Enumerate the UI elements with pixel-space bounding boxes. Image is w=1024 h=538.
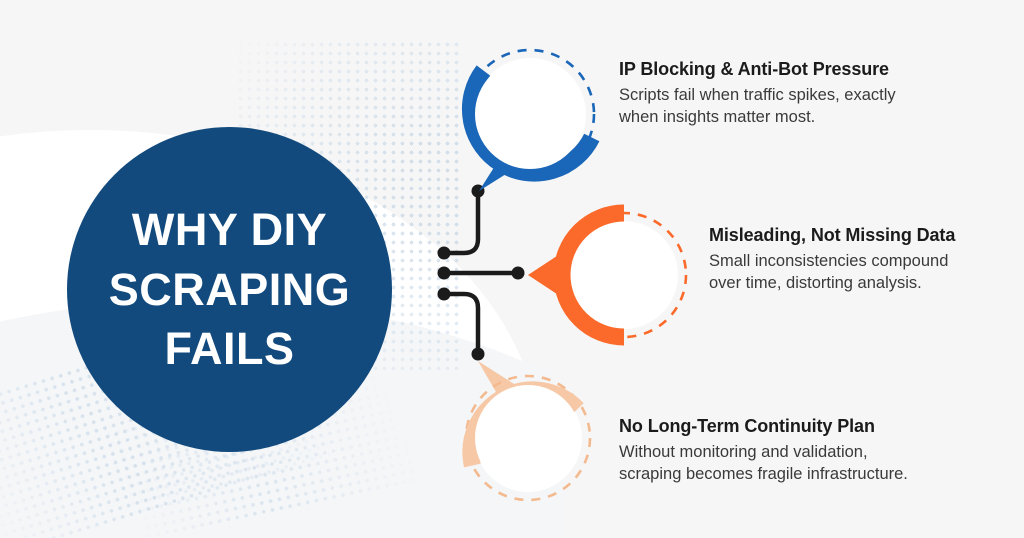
ring-no-continuity-plan-svg bbox=[462, 361, 592, 502]
ring-no-continuity-plan bbox=[448, 356, 608, 516]
body-ip-blocking: Scripts fail when traffic spikes, exactl… bbox=[619, 85, 896, 127]
page-title: WHY DIY SCRAPING FAILS bbox=[108, 203, 351, 375]
ring-one-center bbox=[475, 59, 585, 169]
body-misleading-data: Small inconsistencies compound over time… bbox=[709, 251, 949, 293]
ring-misleading-data bbox=[528, 200, 698, 350]
text-block-ip-blocking: IP Blocking & Anti-Bot Pressure Scripts … bbox=[619, 58, 979, 129]
hero-circle: WHY DIY SCRAPING FAILS bbox=[67, 127, 392, 452]
ring-one-dashed-arc bbox=[464, 48, 596, 180]
ring-misleading-data-svg bbox=[528, 204, 688, 346]
connector-node-bottom-left bbox=[437, 287, 451, 301]
connector-group bbox=[430, 175, 540, 370]
connector-path-bottom bbox=[441, 291, 481, 357]
connector-lines-svg bbox=[437, 184, 525, 361]
connector-node-middle-left bbox=[437, 266, 451, 280]
heading-no-continuity-plan: No Long-Term Continuity Plan bbox=[619, 416, 875, 436]
connector-node-ring-three bbox=[471, 347, 485, 361]
ring-one-solid-arc bbox=[461, 65, 600, 182]
text-block-no-continuity-plan: No Long-Term Continuity Plan Without mon… bbox=[619, 415, 989, 486]
connector-path-top bbox=[441, 188, 481, 256]
ring-ip-blocking-svg bbox=[461, 48, 600, 191]
body-no-continuity-plan: Without monitoring and validation, scrap… bbox=[619, 442, 908, 484]
ring-two-solid-arc bbox=[553, 204, 625, 346]
heading-ip-blocking: IP Blocking & Anti-Bot Pressure bbox=[619, 59, 889, 79]
ring-three-center bbox=[475, 385, 581, 491]
heading-misleading-data: Misleading, Not Missing Data bbox=[709, 225, 956, 245]
text-block-misleading-data: Misleading, Not Missing Data Small incon… bbox=[709, 224, 1009, 295]
ring-ip-blocking bbox=[452, 36, 608, 196]
ring-two-center bbox=[571, 222, 677, 328]
connector-node-ring-two bbox=[511, 266, 525, 280]
connector-node-top-left bbox=[437, 246, 451, 260]
